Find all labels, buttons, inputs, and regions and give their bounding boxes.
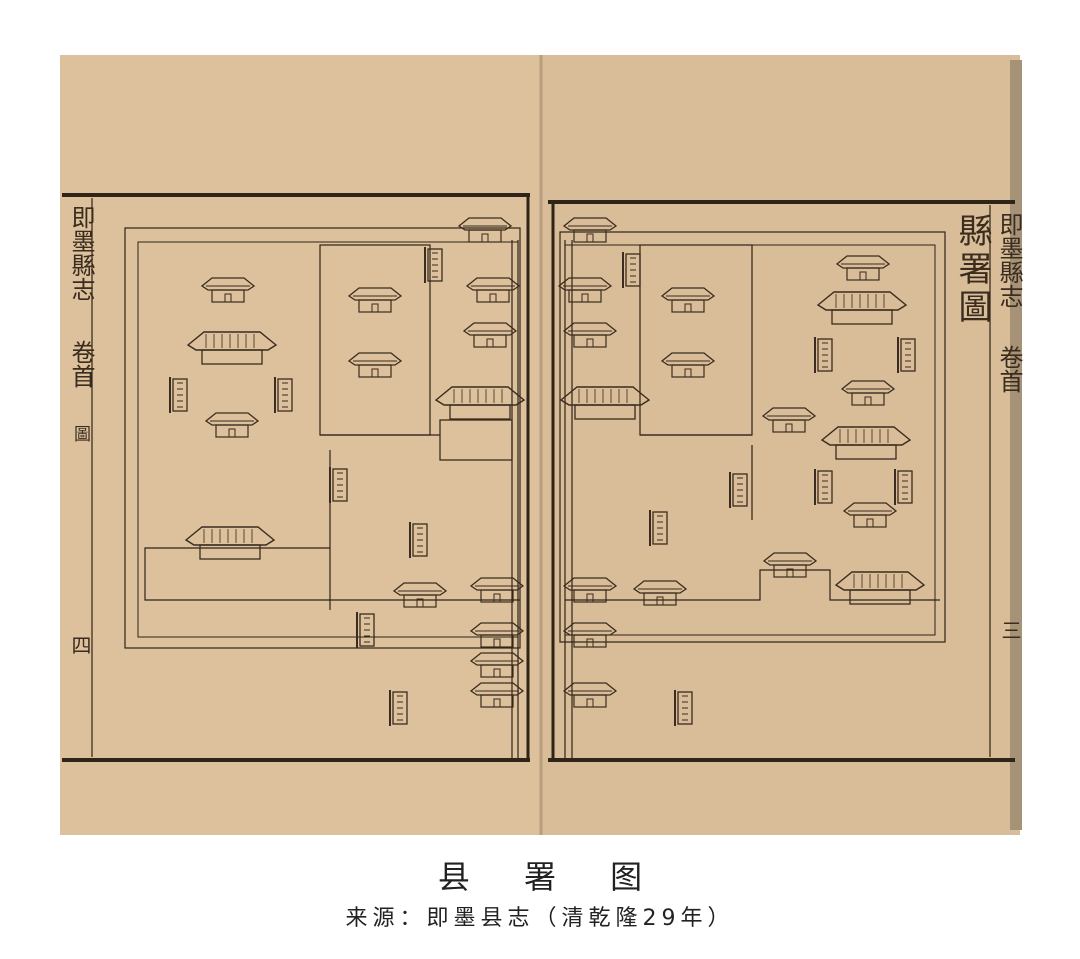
caption-source: 来源：即墨县志（清乾隆29年） [345, 906, 735, 931]
left-section: 圖 [70, 425, 90, 442]
buildings-left [169, 217, 525, 727]
caption-title: 县 署 图 [437, 858, 665, 896]
left-volume: 卷首 [67, 340, 95, 388]
left-page [60, 55, 542, 835]
right-book-name: 即墨縣志 [995, 212, 1023, 308]
right-volume: 卷首 [995, 345, 1023, 393]
left-book-name: 即墨縣志 [67, 205, 95, 301]
map-title: 縣署圖 [952, 213, 992, 327]
right-page-number: 三 [998, 620, 1022, 640]
left-page-frame [62, 193, 530, 762]
right-page [540, 55, 1020, 835]
right-page-frame [548, 200, 1015, 762]
left-page-number: 四 [68, 635, 92, 655]
